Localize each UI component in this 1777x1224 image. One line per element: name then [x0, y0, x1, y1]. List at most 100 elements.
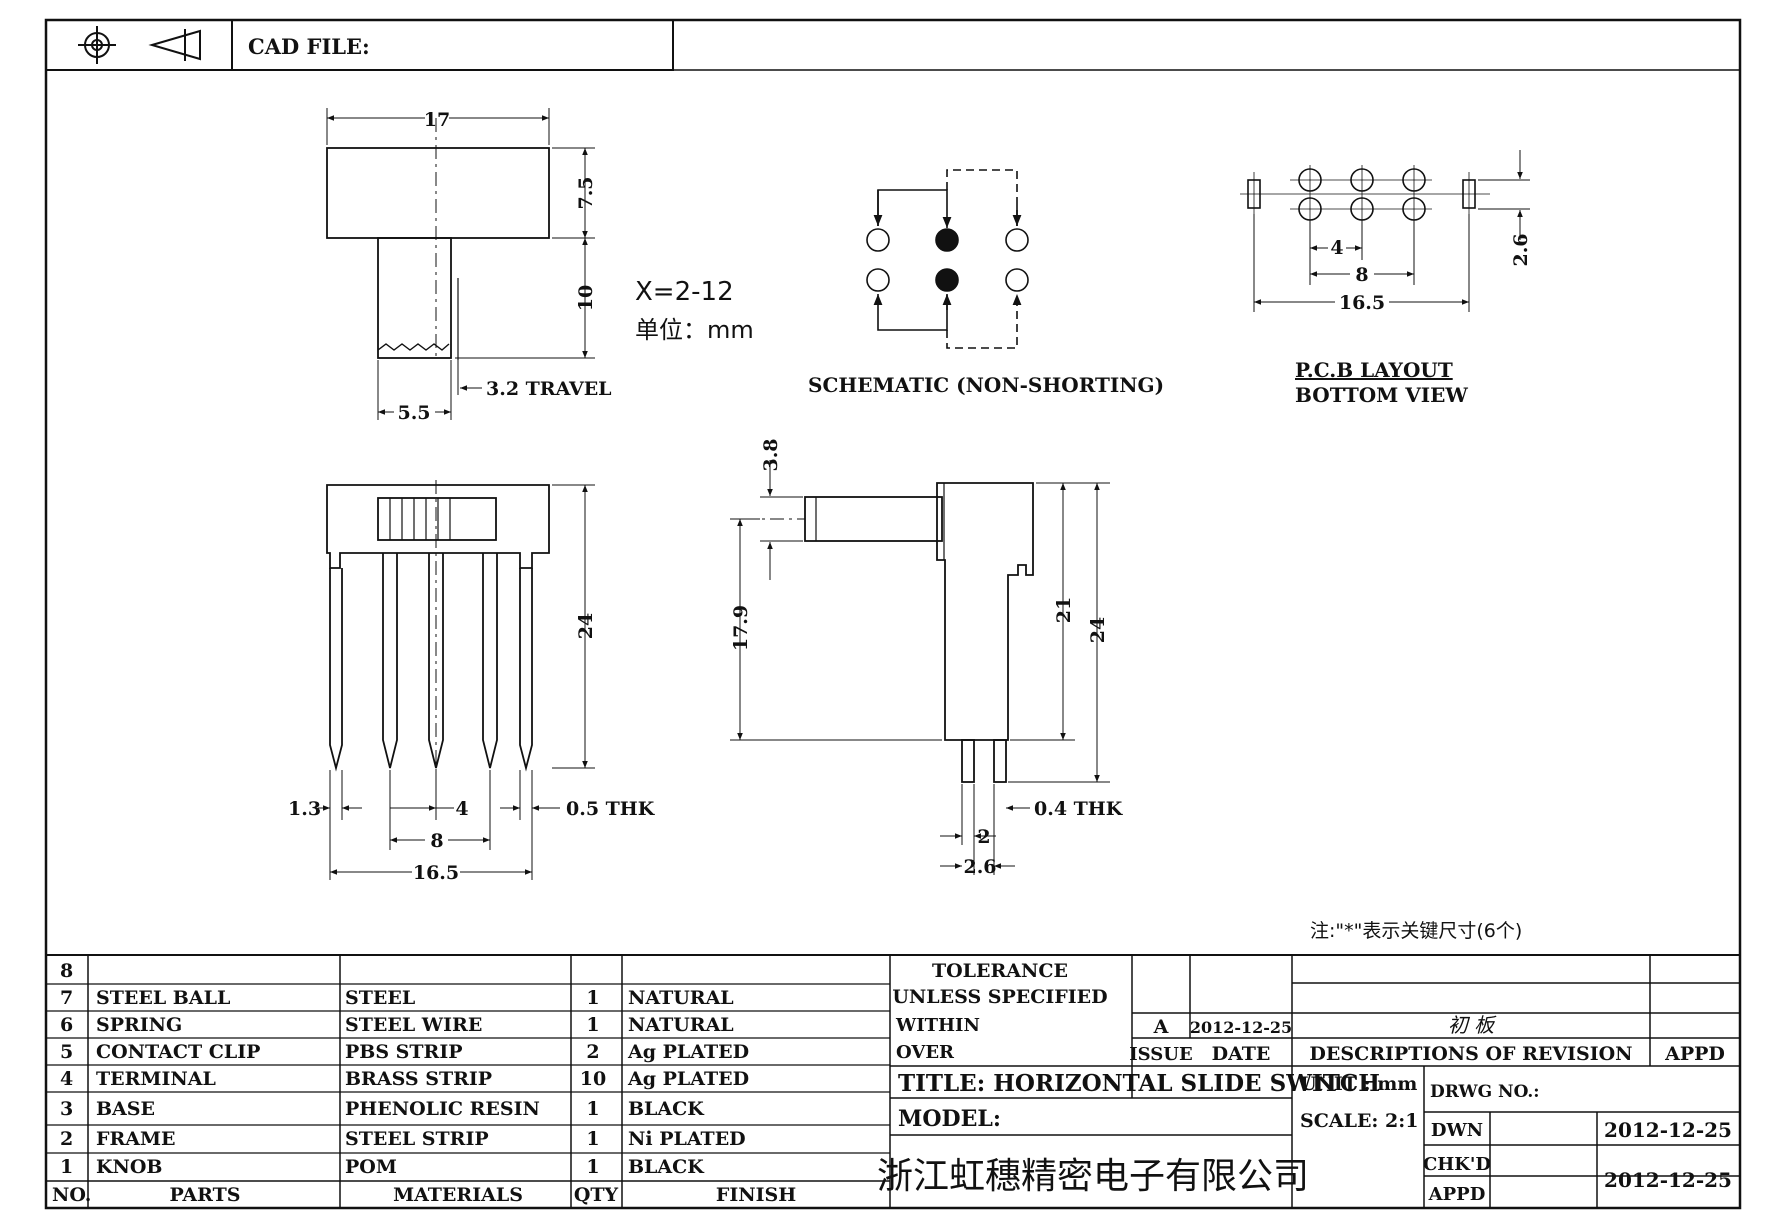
dim-knob-10: 10: [575, 285, 597, 311]
front-view: [318, 480, 595, 880]
pcb-dim-pitch: 4: [1330, 237, 1343, 259]
side-dim-knob-h: 3.8: [760, 438, 782, 471]
bom-header-qty: QTY: [574, 1184, 619, 1206]
date-label: DATE: [1212, 1043, 1271, 1065]
descriptions-of-revision-label: DESCRIPTIONS OF REVISION: [1309, 1043, 1632, 1065]
bom-row-finish: NATURAL: [628, 1014, 734, 1036]
bom-row-qty: 1: [586, 1014, 599, 1036]
bom-row-finish: NATURAL: [628, 987, 734, 1009]
bom-row-material: PHENOLIC RESIN: [345, 1098, 540, 1120]
header-box: CAD FILE:: [45, 19, 1740, 71]
bom-row-part: BASE: [96, 1098, 155, 1120]
unit-note: 单位：mm: [635, 316, 754, 344]
title-block-text: TOLERANCE UNLESS SPECIFIED WITHIN OVER A…: [877, 960, 1732, 1205]
front-dim-pitch: 4: [455, 798, 468, 820]
company-name: 浙江虹穗精密电子有限公司: [877, 1156, 1309, 1197]
side-view: [730, 460, 1110, 875]
bom-row-material: BRASS STRIP: [345, 1068, 492, 1090]
bom-table: [46, 954, 1740, 1208]
bom-row-part: SPRING: [96, 1014, 182, 1036]
bom-row-finish: BLACK: [628, 1156, 705, 1178]
bom-row-qty: 1: [586, 1128, 599, 1150]
bom-row-part: TERMINAL: [96, 1068, 216, 1090]
drawing-border: [44, 18, 1742, 1210]
cad-file-label: CAD FILE:: [248, 34, 370, 59]
side-dim-thk: 0.4 THK: [1034, 798, 1124, 820]
bom-row-part: STEEL BALL: [96, 987, 230, 1009]
bom-header-materials: MATERIALS: [393, 1184, 523, 1206]
bom-row-finish: Ni PLATED: [628, 1128, 746, 1150]
appd-date: 2012-12-25: [1604, 1168, 1732, 1192]
schematic-caption: SCHEMATIC (NON-SHORTING): [808, 373, 1164, 397]
bom-row-qty: 2: [586, 1041, 599, 1063]
front-dim-thk: 0.5 THK: [566, 798, 656, 820]
bom-row-no: 5: [60, 1041, 73, 1063]
dim-knob-5-5: 5.5: [397, 402, 430, 424]
pcb-caption-line2: BOTTOM VIEW: [1295, 383, 1468, 407]
front-dim-overall: 16.5: [413, 862, 459, 884]
bom-row-material: POM: [345, 1156, 397, 1178]
bom-row-qty: 10: [580, 1068, 606, 1090]
bom-text: 8 7 STEEL BALL STEEL 1 NATURAL 6 SPRING …: [52, 960, 796, 1206]
bom-row-material: STEEL WIRE: [345, 1014, 482, 1036]
bom-row-empty-no: 8: [60, 960, 73, 982]
bom-row-no: 2: [60, 1128, 73, 1150]
pcb-dimension-labels: 4 8 16.5 2.6 P.C.B LAYOUT BOTTOM VIEW: [1295, 233, 1532, 407]
bom-row-qty: 1: [586, 1156, 599, 1178]
top-view-dimension-labels: 17 7.5 10 5.5 3.2 TRAVEL: [397, 109, 611, 424]
dim-height-7-5: 7.5: [575, 176, 597, 209]
over-label: OVER: [896, 1042, 955, 1063]
side-dim-body: 21: [1053, 597, 1075, 623]
front-view-dimension-labels: 24 1.3 4 8 16.5 0.5 THK: [288, 613, 656, 884]
within-label: WITHIN: [895, 1015, 980, 1036]
drawing-title: TITLE: HORIZONTAL SLIDE SWITCH: [898, 1070, 1380, 1097]
bom-row-no: 4: [60, 1068, 73, 1090]
side-dim-overall: 24: [1087, 617, 1109, 643]
side-dim-knob-pos: 17.9: [730, 605, 752, 651]
pcb-dim-overall: 16.5: [1339, 292, 1385, 314]
issue-value: A: [1153, 1016, 1169, 1038]
bom-row-material: STEEL: [345, 987, 415, 1009]
bom-row-material: STEEL STRIP: [345, 1128, 489, 1150]
dwn-label: DWN: [1431, 1120, 1483, 1141]
top-view: [326, 108, 595, 420]
bom-row-part: FRAME: [96, 1128, 176, 1150]
chkd-label: CHK'D: [1423, 1154, 1491, 1175]
pcb-layout-diagram: [1240, 150, 1530, 312]
bom-row-material: PBS STRIP: [345, 1041, 463, 1063]
bom-row-qty: 1: [586, 987, 599, 1009]
side-dim-pin-span: 2.6: [963, 856, 996, 878]
unless-specified-label: UNLESS SPECIFIED: [892, 986, 1107, 1008]
front-dim-height: 24: [575, 613, 597, 639]
title-block-grid: [890, 955, 1740, 1208]
model-label: MODEL:: [898, 1106, 1001, 1132]
drwg-no-label: DRWG NO.:: [1430, 1082, 1540, 1102]
bom-header-finish: FINISH: [716, 1184, 796, 1206]
third-angle-projection-icon: [78, 26, 201, 64]
scale-label: SCALE: 2:1: [1300, 1110, 1419, 1132]
side-dim-pin: 2: [977, 826, 990, 848]
issue-label: ISSUE: [1129, 1044, 1192, 1065]
bom-row-qty: 1: [586, 1098, 599, 1120]
bom-row-no: 3: [60, 1098, 73, 1120]
bom-row-no: 7: [60, 987, 73, 1009]
bom-row-part: KNOB: [96, 1156, 163, 1178]
front-dim-span: 8: [430, 830, 443, 852]
front-dim-side: 1.3: [288, 798, 321, 820]
dim-width-17: 17: [424, 109, 450, 131]
side-view-dimension-labels: 3.8 17.9 21 24 0.4 THK 2 2.6: [730, 438, 1124, 878]
schematic-diagram: [866, 169, 1029, 349]
revision-appd-label: APPD: [1664, 1043, 1725, 1065]
tolerance-label: TOLERANCE: [932, 960, 1068, 982]
issue-date: 2012-12-25: [1190, 1018, 1292, 1037]
unit-label: UNIT : mm: [1300, 1073, 1417, 1095]
bom-row-no: 6: [60, 1014, 73, 1036]
x-range-note: X=2-12: [635, 277, 734, 307]
dwn-date: 2012-12-25: [1604, 1118, 1732, 1142]
revision-text: 初 板: [1448, 1013, 1497, 1037]
bom-row-finish: BLACK: [628, 1098, 705, 1120]
bom-row-finish: Ag PLATED: [627, 1041, 749, 1063]
key-dimension-note: 注:"*"表示关键尺寸(6个): [1310, 920, 1522, 942]
bom-header-parts: PARTS: [170, 1184, 241, 1206]
